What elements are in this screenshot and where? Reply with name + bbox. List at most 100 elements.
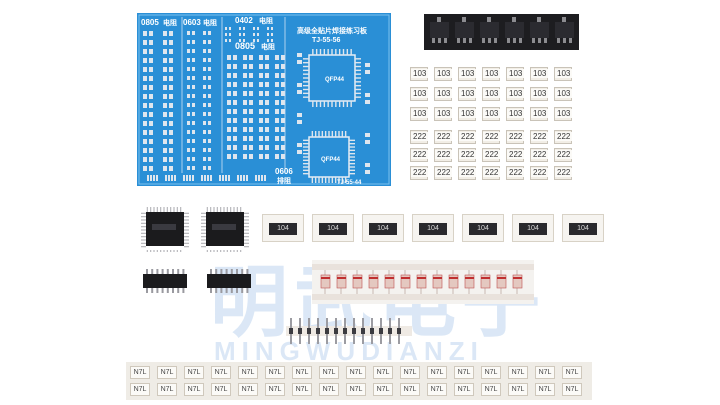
qfp-footprint-bottom — [303, 131, 355, 183]
smd-resistor-tape: N7L — [346, 366, 366, 379]
smd-resistor-tape: N7L — [319, 383, 339, 396]
smd-resistor: 222 — [554, 166, 573, 180]
smd-resistor: 222 — [506, 130, 525, 144]
smd-resistor: 103 — [482, 67, 501, 81]
resistor-array-104: 104 — [262, 214, 304, 242]
smd-resistor-tape: N7L — [454, 366, 474, 379]
smd-practice-pcb: 0805 电阻 0603 电阻 0402 电阻 0805 电阻 高级全贴片焊接练… — [137, 13, 391, 186]
smd-resistor: 222 — [506, 148, 525, 162]
resistor-array-104: 104 — [312, 214, 354, 242]
smd-resistor-tape: N7L — [535, 383, 555, 396]
pcb-label-0402: 0402 — [235, 16, 253, 25]
qfp-label-bottom: QFP44 — [321, 157, 341, 163]
smd-resistor: 222 — [458, 148, 477, 162]
smd-resistor: 103 — [434, 87, 453, 101]
smd-resistor-tape: N7L — [211, 366, 231, 379]
smd-resistor: 103 — [530, 107, 549, 121]
smd-resistor: 103 — [506, 107, 525, 121]
smd-chip-strip — [424, 14, 579, 50]
smd-resistor-tape: N7L — [130, 383, 150, 396]
smd-resistor-tape: N7L — [184, 366, 204, 379]
smd-resistor-tape: N7L — [427, 383, 447, 396]
resistor-tape-bottom: N7L N7L N7L N7L N7L N7L N7L N7L N7L N7L N7L N7L N7L N… — [126, 362, 592, 400]
smd-resistor: 103 — [482, 107, 501, 121]
smd-resistor: 222 — [482, 130, 501, 144]
smd-resistor: 222 — [530, 130, 549, 144]
qfp-chip — [201, 207, 249, 252]
smd-resistor: 222 — [530, 166, 549, 180]
smd-resistor-tape: N7L — [292, 383, 312, 396]
smd-resistor-tape: N7L — [562, 366, 582, 379]
smd-resistor-tape: N7L — [562, 383, 582, 396]
smd-resistor-tape: N7L — [427, 366, 447, 379]
smd-resistor-tape: N7L — [454, 383, 474, 396]
smd-resistor: 222 — [410, 148, 429, 162]
smd-resistor: 103 — [458, 67, 477, 81]
smd-resistor: 103 — [410, 67, 429, 81]
smd-resistor-tape: N7L — [373, 366, 393, 379]
smd-resistor: 222 — [554, 130, 573, 144]
smd-resistor: 103 — [458, 87, 477, 101]
smd-resistor-tape: N7L — [157, 366, 177, 379]
smd-resistor-tape: N7L — [535, 366, 555, 379]
smd-resistor: 222 — [410, 130, 429, 144]
smd-resistor-tape: N7L — [292, 366, 312, 379]
smd-resistor: 222 — [530, 148, 549, 162]
smd-resistor-tape: N7L — [346, 383, 366, 396]
smd-resistor: 222 — [410, 166, 429, 180]
resistor-array-104: 104 — [462, 214, 504, 242]
resistor-array-104: 104 — [362, 214, 404, 242]
resistor-array-104: 104 — [412, 214, 454, 242]
smd-resistor: 103 — [434, 107, 453, 121]
qfp-chip — [141, 207, 189, 252]
smd-resistor-tape: N7L — [184, 383, 204, 396]
smd-resistor: 103 — [506, 87, 525, 101]
pcb-label-0805: 0805 — [141, 18, 159, 27]
smd-resistor-tape: N7L — [238, 383, 258, 396]
smd-resistor-tape: N7L — [481, 383, 501, 396]
smd-resistor-tape: N7L — [400, 366, 420, 379]
smd-resistor: 222 — [482, 166, 501, 180]
smd-resistor: 103 — [506, 67, 525, 81]
qfp-label-top: QFP44 — [325, 77, 345, 83]
smd-resistor: 103 — [530, 67, 549, 81]
pcb-label-resistor: 电阻 — [163, 18, 177, 27]
smd-resistor: 103 — [530, 87, 549, 101]
smd-resistor: 103 — [410, 87, 429, 101]
smd-resistor: 103 — [554, 87, 573, 101]
pcb-model-bottom: TJ-55-44 — [337, 180, 362, 186]
smd-resistor: 222 — [458, 166, 477, 180]
pcb-label-0606: 0606 — [275, 167, 293, 176]
smd-resistor-tape: N7L — [481, 366, 501, 379]
pcb-title: 高级全贴片焊接练习板 — [297, 26, 368, 35]
smd-resistor: 222 — [434, 130, 453, 144]
pcb-label-array: 排阻 — [277, 176, 291, 185]
smd-resistor: 103 — [554, 107, 573, 121]
smd-resistor: 222 — [458, 130, 477, 144]
smd-resistor: 103 — [434, 67, 453, 81]
resistor-grid-103: 103 103 103 103 103 103 103 103 103 103 103 103 103 1… — [410, 67, 578, 125]
resistor-array-104: 104 — [512, 214, 554, 242]
smd-resistor: 103 — [458, 107, 477, 121]
smd-resistor-tape: N7L — [157, 383, 177, 396]
smd-resistor-tape: N7L — [508, 383, 528, 396]
pin-strip — [286, 318, 412, 344]
smd-resistor-tape: N7L — [265, 366, 285, 379]
soic-chip — [143, 269, 187, 293]
resistor-grid-222: 222 222 222 222 222 222 222 222 222 222 222 222 222 2… — [410, 130, 578, 182]
smd-resistor: 103 — [482, 87, 501, 101]
pcb-label-0805-inner: 0805 — [235, 41, 255, 51]
smd-resistor-tape: N7L — [211, 383, 231, 396]
smd-resistor-tape: N7L — [265, 383, 285, 396]
pcb-label-resistor: 电阻 — [259, 16, 273, 25]
diode-tape-strip — [312, 260, 534, 304]
smd-resistor-tape: N7L — [130, 366, 150, 379]
smd-resistor: 222 — [506, 166, 525, 180]
smd-resistor-tape: N7L — [400, 383, 420, 396]
pcb-label-resistor: 电阻 — [261, 42, 275, 51]
smd-resistor: 103 — [410, 107, 429, 121]
smd-resistor: 222 — [434, 166, 453, 180]
smd-resistor: 222 — [482, 148, 501, 162]
